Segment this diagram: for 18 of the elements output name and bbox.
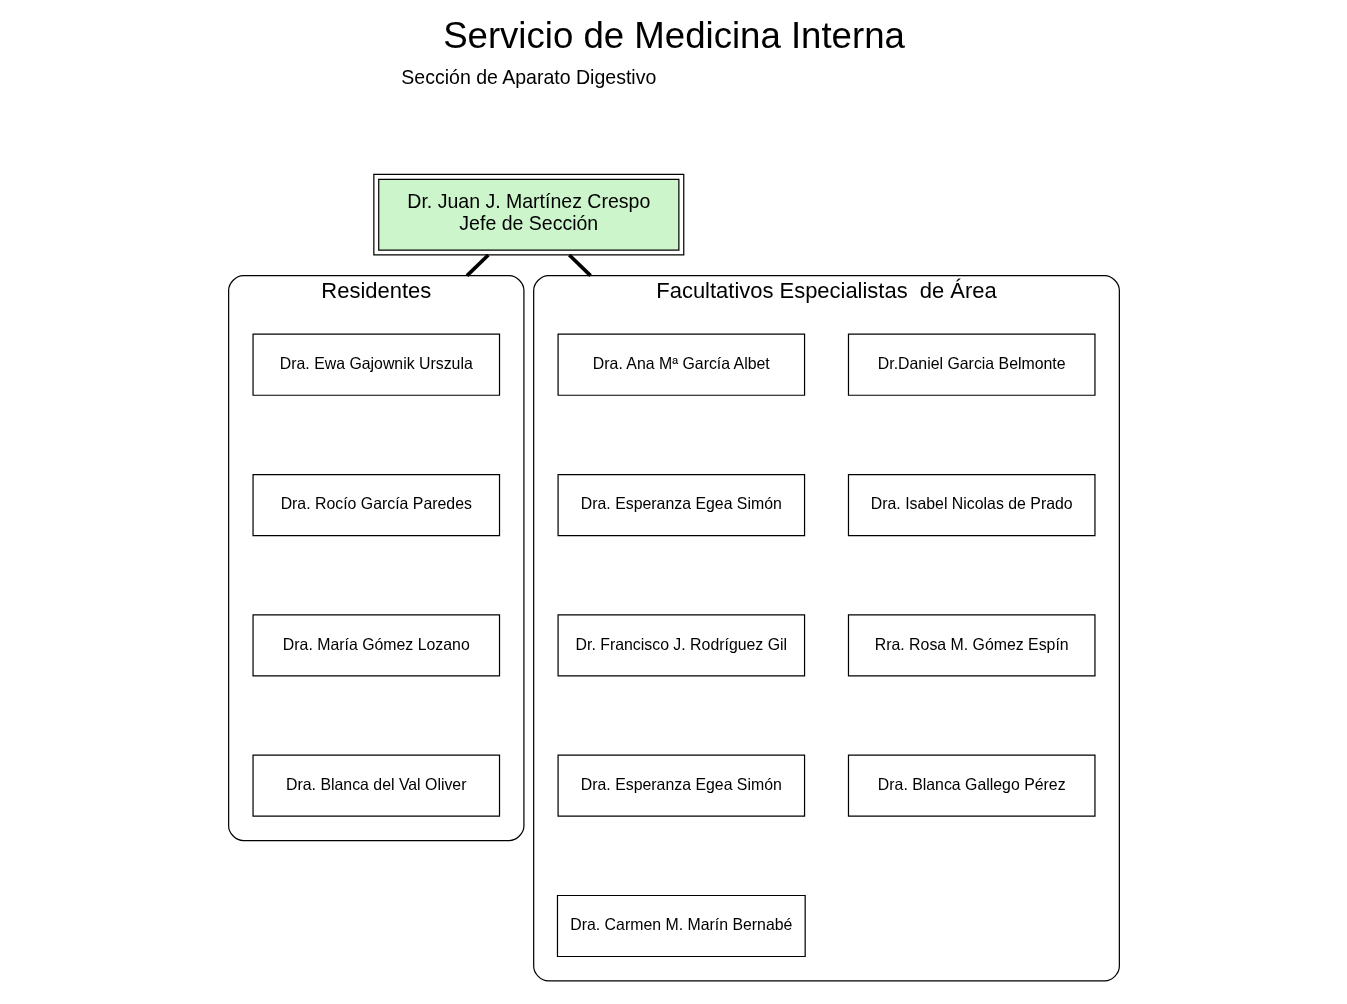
node-box: Dra. Blanca del Val Oliver — [251, 754, 500, 817]
node-box: Dra. Isabel Nicolas de Prado — [847, 473, 1096, 537]
node-box: Dra. Esperanza Egea Simón — [556, 754, 805, 817]
node-box: Dra. Carmen M. Marín Bernabé — [556, 894, 806, 958]
node-box: Dr. Francisco J. Rodríguez Gil — [556, 614, 805, 677]
node-box: Dra. Blanca Gallego Pérez — [847, 754, 1096, 817]
connector — [567, 253, 592, 277]
node-box: Dr. Juan J. Martínez Crespo Jefe de Sección — [372, 173, 684, 256]
node-box: Rra. Rosa M. Gómez Espín — [847, 614, 1096, 677]
diagram-title: Servicio de Medicina Interna — [442, 14, 905, 56]
node-box: Dra. Esperanza Egea Simón — [556, 473, 805, 537]
connector — [465, 253, 490, 277]
node-box: Dra. María Gómez Lozano — [251, 614, 500, 677]
node-box: Dra. Ana Mª García Albet — [556, 333, 805, 396]
label: Sección de Aparato Digestivo — [400, 65, 656, 88]
node-box: Dra. Ewa Gajownik Urszula — [251, 333, 500, 396]
node-box: Dra. Rocío García Paredes — [251, 473, 500, 537]
node-box: Dr.Daniel Garcia Belmonte — [847, 333, 1096, 396]
